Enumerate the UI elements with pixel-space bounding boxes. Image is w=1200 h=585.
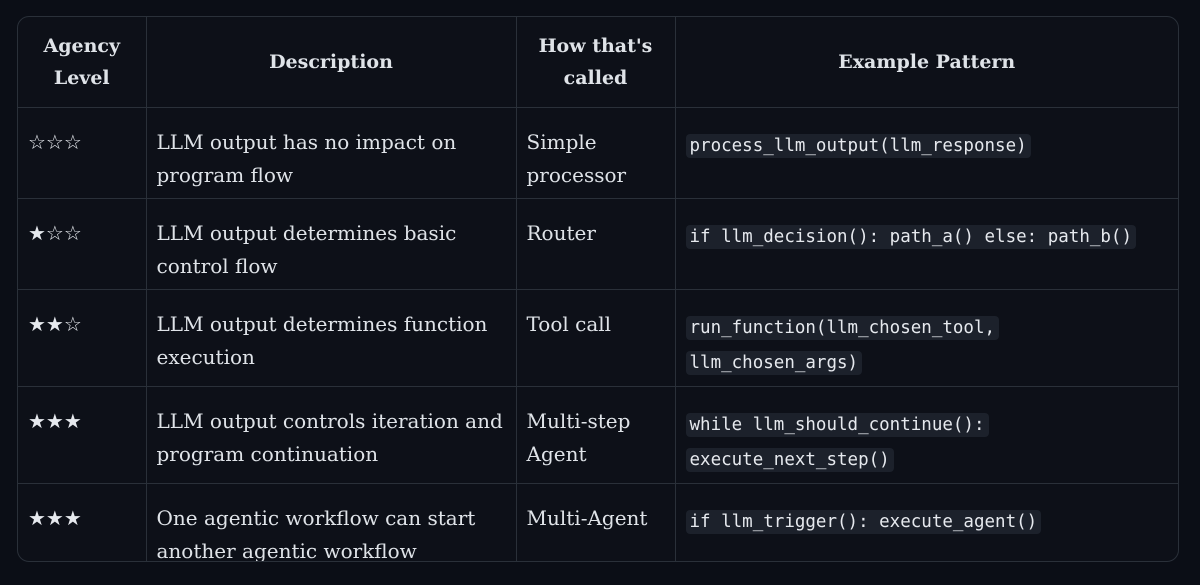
code-snippet: process_llm_output(llm_response) <box>685 133 1031 158</box>
agency-level-stars: ★☆☆ <box>18 198 147 290</box>
pattern-cell: run_function(llm_chosen_tool, llm_chosen… <box>675 289 1178 387</box>
description-cell: LLM output determines function execution <box>146 289 517 387</box>
table-row: ★★☆ LLM output determines function execu… <box>18 289 1178 387</box>
header-how-called: How that's called <box>516 17 676 108</box>
table-header-row: Agency Level Description How that's call… <box>18 17 1178 108</box>
agency-level-stars: ★★★ <box>18 483 147 561</box>
code-snippet: if llm_trigger(): execute_agent() <box>685 509 1042 534</box>
called-cell: Router <box>516 198 676 290</box>
pattern-cell: process_llm_output(llm_response) <box>675 107 1178 199</box>
called-cell: Multi-Agent <box>516 483 676 561</box>
pattern-cell: if llm_decision(): path_a() else: path_b… <box>675 198 1178 290</box>
pattern-cell: while llm_should_continue(): execute_nex… <box>675 386 1178 484</box>
header-example-pattern: Example Pattern <box>675 17 1178 108</box>
agency-level-stars: ☆☆☆ <box>18 107 147 199</box>
pattern-cell: if llm_trigger(): execute_agent() <box>675 483 1178 561</box>
code-snippet: while llm_should_continue(): execute_nex… <box>685 412 989 472</box>
agency-level-stars: ★★★ <box>18 386 147 484</box>
description-cell: LLM output has no impact on program flow <box>146 107 517 199</box>
agency-level-stars: ★★☆ <box>18 289 147 387</box>
called-cell: Multi-step Agent <box>516 386 676 484</box>
header-description: Description <box>146 17 517 108</box>
agency-levels-table-container: Agency Level Description How that's call… <box>17 16 1179 562</box>
code-snippet: if llm_decision(): path_a() else: path_b… <box>685 224 1137 249</box>
header-agency-level: Agency Level <box>18 17 147 108</box>
table-row: ★★★ LLM output controls iteration and pr… <box>18 386 1178 484</box>
agency-levels-table: Agency Level Description How that's call… <box>18 17 1178 561</box>
description-cell: One agentic workflow can start another a… <box>146 483 517 561</box>
called-cell: Tool call <box>516 289 676 387</box>
description-cell: LLM output determines basic control flow <box>146 198 517 290</box>
description-cell: LLM output controls iteration and progra… <box>146 386 517 484</box>
called-cell: Simple processor <box>516 107 676 199</box>
table-row: ★★★ One agentic workflow can start anoth… <box>18 483 1178 561</box>
code-snippet: run_function(llm_chosen_tool, llm_chosen… <box>685 315 1000 375</box>
table-row: ★☆☆ LLM output determines basic control … <box>18 198 1178 290</box>
table-row: ☆☆☆ LLM output has no impact on program … <box>18 107 1178 199</box>
